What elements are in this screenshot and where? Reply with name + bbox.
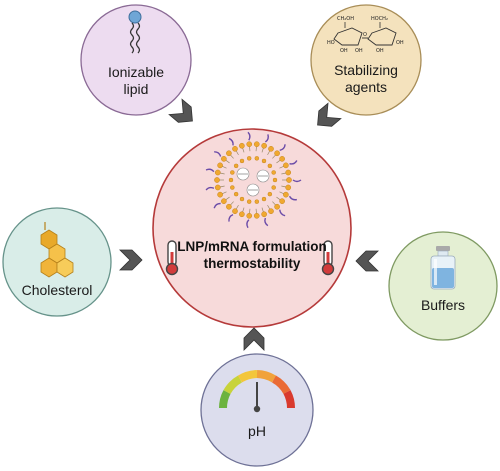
arrow-buffers [355, 250, 379, 272]
chem-label-hoch2: HOCH₂ [371, 16, 388, 22]
chem-label-oh-1: OH [340, 48, 348, 54]
chem-label-ch2oh: CH₂OH [337, 16, 354, 22]
label-buffers: Buffers [420, 297, 466, 313]
factor-node-ionizable-lipid [80, 4, 192, 116]
arrow-ph [243, 327, 265, 351]
label-stabilizing-agents-line1: Stabilizing [334, 62, 398, 78]
label-stabilizing-agents-line2: agents [344, 79, 388, 95]
label-ionizable-lipid-line2: lipid [123, 81, 149, 97]
center-title-line1: LNP/mRNA formulation [177, 239, 327, 254]
chem-label-o: O [363, 32, 367, 38]
label-ph: pH [248, 423, 266, 439]
chem-label-oh-4: OH [396, 40, 404, 46]
thermometer-left-icon [165, 240, 179, 276]
factor-node-stabilizing-agents [310, 4, 422, 116]
thermometer-right-icon [321, 240, 335, 276]
lipid-icon [128, 10, 142, 54]
label-ionizable-lipid-line1: Ionizable [107, 64, 165, 80]
label-ionizable-lipid: Ionizable lipid [86, 64, 186, 98]
center-title: LNP/mRNA formulation thermostability [160, 238, 344, 272]
gauge-icon [219, 370, 295, 413]
chem-label-oh-3: OH [376, 48, 384, 54]
arrow-ionizable-lipid [168, 98, 193, 123]
label-cholesterol: Cholesterol [21, 282, 93, 298]
lnp-particle-icon [205, 131, 302, 229]
center-node [152, 128, 352, 328]
arrow-stabilizing-agents [317, 102, 342, 127]
arrow-cholesterol [119, 249, 143, 271]
label-stabilizing-agents: Stabilizing agents [316, 62, 416, 96]
vial-icon [430, 246, 456, 290]
sugar-structure-icon: CH₂OH HOCH₂ HO OH OH O OH OH [327, 16, 404, 54]
center-title-line2: thermostability [203, 256, 301, 271]
chem-label-oh-2: OH [355, 48, 363, 54]
cholesterol-icon [40, 222, 74, 278]
chem-label-ho: HO [327, 40, 335, 46]
